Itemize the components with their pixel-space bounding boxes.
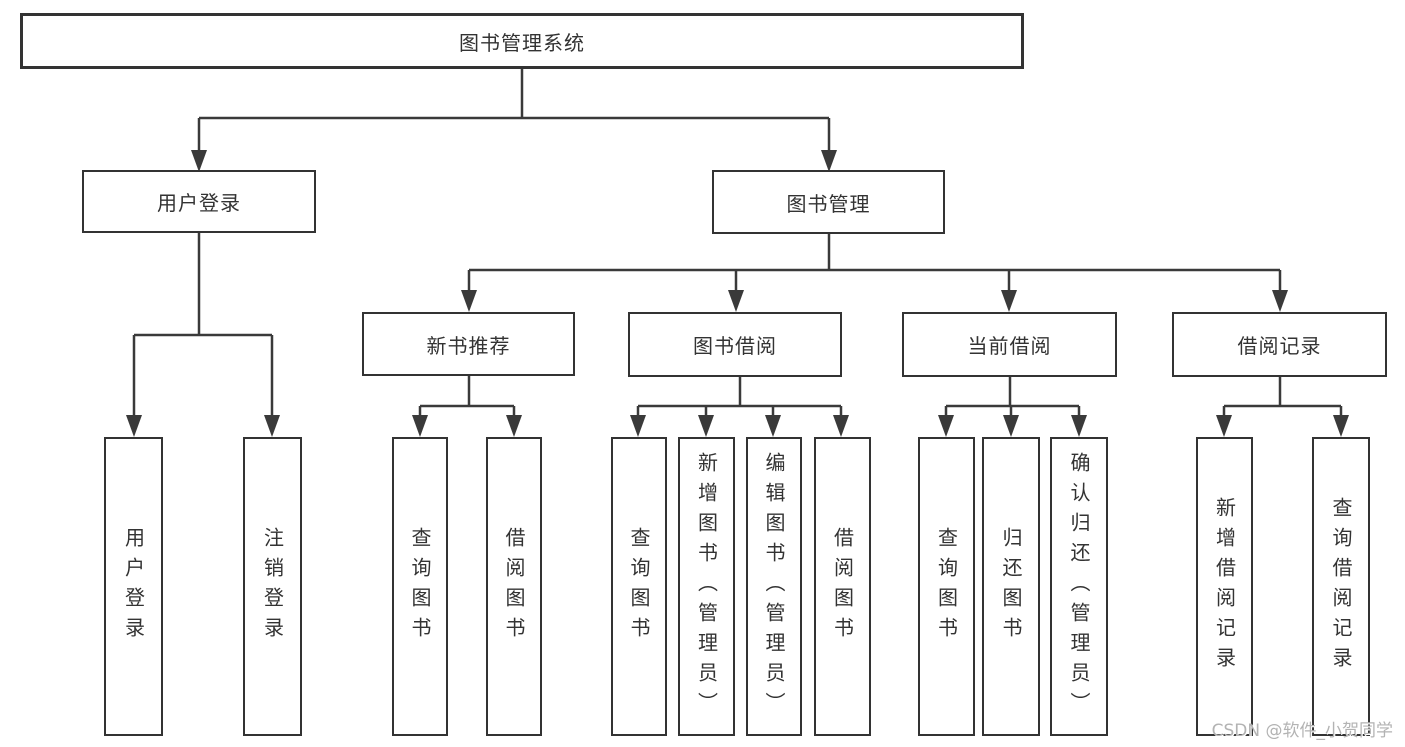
leaf-br-query-record-label: 查询借阅记录 (1329, 496, 1353, 677)
leaf-bb-edit-books-label: 编辑图书（管理员） (762, 451, 786, 722)
leaf-user-login: 用户登录 (104, 437, 163, 736)
leaf-bb-add-books: 新增图书（管理员） (678, 437, 735, 736)
leaf-bb-borrow-books: 借阅图书 (814, 437, 871, 736)
node-book-borrow-label: 图书借阅 (693, 334, 777, 358)
connector-paths (132, 69, 1343, 417)
leaf-br-add-record: 新增借阅记录 (1196, 437, 1253, 736)
node-current-borrow-label: 当前借阅 (967, 334, 1052, 358)
leaf-cb-return-books: 归还图书 (982, 437, 1040, 736)
leaf-logout: 注销登录 (243, 437, 302, 736)
leaf-bb-add-books-label: 新增图书（管理员） (694, 451, 719, 722)
leaf-cb-query-books: 查询图书 (918, 437, 975, 736)
csdn-watermark: CSDN @软件_小贺同学 (1211, 721, 1393, 741)
arrow-heads (126, 150, 1349, 437)
node-root: 图书管理系统 (20, 13, 1024, 69)
node-user-login-label: 用户登录 (157, 191, 241, 215)
leaf-bb-borrow-books-label: 借阅图书 (830, 526, 855, 647)
node-user-login: 用户登录 (82, 170, 316, 233)
node-new-book-recommend-label: 新书推荐 (426, 333, 511, 358)
node-book-management-label: 图书管理 (786, 191, 871, 216)
leaf-nb-query-books: 查询图书 (392, 437, 448, 736)
node-book-management: 图书管理 (712, 170, 945, 234)
leaf-logout-label: 注销登录 (260, 526, 285, 647)
leaf-user-login-label: 用户登录 (121, 526, 146, 647)
leaf-br-query-record: 查询借阅记录 (1312, 437, 1370, 736)
leaf-cb-return-books-label: 归还图书 (999, 526, 1023, 647)
leaf-cb-confirm-return: 确认归还（管理员） (1050, 437, 1108, 736)
leaf-bb-edit-books: 编辑图书（管理员） (746, 437, 802, 736)
node-root-label: 图书管理系统 (459, 30, 585, 55)
leaf-bb-query-books: 查询图书 (611, 437, 667, 736)
node-current-borrow: 当前借阅 (902, 312, 1117, 377)
leaf-nb-borrow-books-label: 借阅图书 (502, 526, 526, 647)
leaf-cb-confirm-return-label: 确认归还（管理员） (1067, 451, 1091, 722)
node-borrow-records: 借阅记录 (1172, 312, 1387, 377)
node-new-book-recommend: 新书推荐 (362, 312, 575, 376)
leaf-nb-borrow-books: 借阅图书 (486, 437, 542, 736)
leaf-cb-query-books-label: 查询图书 (934, 526, 959, 647)
leaf-br-add-record-label: 新增借阅记录 (1212, 496, 1237, 677)
node-book-borrow: 图书借阅 (628, 312, 842, 377)
node-borrow-records-label: 借阅记录 (1237, 334, 1322, 358)
leaf-nb-query-books-label: 查询图书 (408, 526, 432, 647)
leaf-bb-query-books-label: 查询图书 (627, 526, 651, 647)
